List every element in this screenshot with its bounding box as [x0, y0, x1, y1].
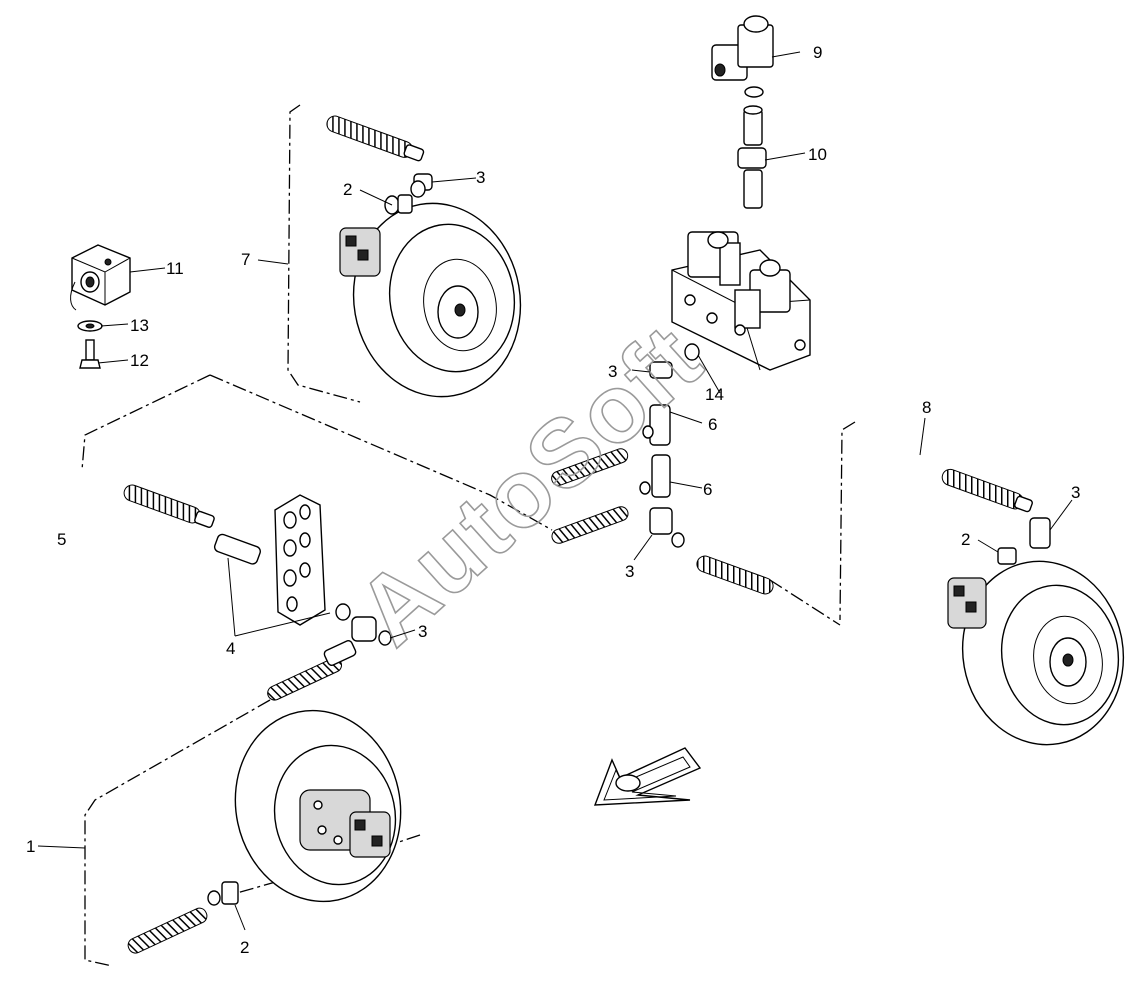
screw — [79, 339, 101, 369]
callout-13: 13 — [130, 316, 149, 335]
callout-3: 3 — [476, 168, 485, 187]
callout-12: 12 — [130, 351, 149, 370]
callout-2: 2 — [240, 938, 249, 957]
hydraulic-hoses — [123, 115, 1033, 954]
leader-lines — [37, 51, 1073, 931]
wheel-motor-top-left — [339, 202, 522, 398]
callout-9: 9 — [813, 43, 822, 62]
callout-labels: 1 2 2 2 3 3 3 3 3 4 5 6 6 7 8 9 10 11 12… — [26, 43, 1080, 957]
valve-cartridge — [737, 86, 767, 209]
wheel-motor-right — [947, 560, 1125, 746]
callout-10: 10 — [808, 145, 827, 164]
callout-8: 8 — [922, 398, 931, 417]
solenoid-valve — [711, 15, 774, 81]
hydraulic-fittings — [207, 173, 1051, 906]
callout-2: 2 — [343, 180, 352, 199]
callout-2: 2 — [961, 530, 970, 549]
washer — [77, 320, 103, 332]
wheel-motor-bottom-left — [234, 709, 402, 903]
direction-arrow-icon — [593, 747, 702, 806]
callout-4: 4 — [226, 639, 235, 658]
connector-block — [70, 244, 131, 311]
callout-6: 6 — [708, 415, 717, 434]
callout-3: 3 — [625, 562, 634, 581]
callout-7: 7 — [241, 250, 250, 269]
callout-11: 11 — [166, 259, 184, 278]
callout-14: 14 — [705, 385, 724, 404]
mounting-bracket — [274, 494, 326, 626]
callout-3: 3 — [418, 622, 427, 641]
callout-3: 3 — [1071, 483, 1080, 502]
callout-5: 5 — [57, 530, 66, 549]
control-valve-block — [671, 231, 811, 371]
callout-1: 1 — [26, 837, 35, 856]
callout-3: 3 — [608, 362, 617, 381]
callout-6: 6 — [703, 480, 712, 499]
